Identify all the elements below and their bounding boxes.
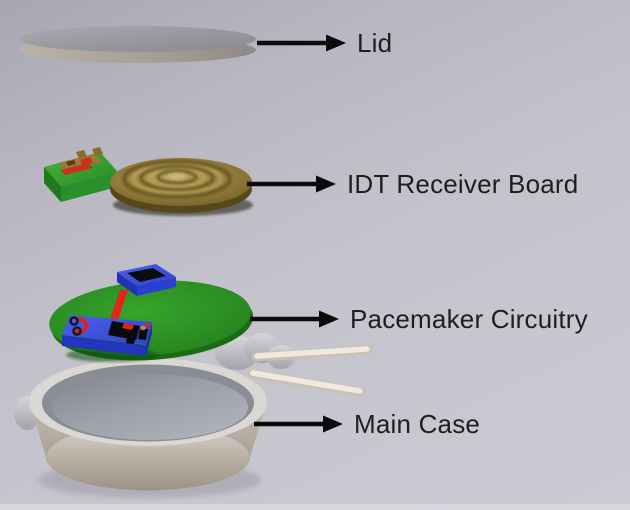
label-lid: Lid	[357, 28, 393, 58]
label-main-case: Main Case	[354, 409, 481, 439]
chip-ring	[72, 326, 82, 336]
main-case	[14, 333, 373, 491]
bottom-strip	[0, 504, 630, 510]
chip-red-dot	[145, 323, 151, 327]
chip-die	[127, 268, 166, 282]
pcb-red-part	[80, 157, 93, 166]
chip-red-squiggle	[72, 317, 89, 334]
lid-disc	[20, 26, 256, 63]
chip-gold-dot	[140, 325, 146, 331]
callout-pacemaker-circuitry: Pacemaker Circuitry	[248, 303, 588, 335]
pacemaker-circuitry	[49, 264, 254, 362]
pacing-leads	[247, 345, 373, 397]
arrow-circuitry-icon	[250, 310, 339, 328]
callout-lid: Lid	[255, 27, 392, 59]
chip-ring	[69, 316, 79, 326]
arrow-lid-icon	[257, 34, 346, 52]
pcb-red-trace	[60, 163, 93, 175]
callout-main-case: Main Case	[252, 408, 480, 440]
chip-module-small	[117, 264, 176, 296]
idt-receiver-board	[44, 147, 253, 216]
pcb-component-tan	[58, 154, 102, 171]
arrow-main-case-icon	[254, 415, 343, 433]
label-pacemaker-circuitry: Pacemaker Circuitry	[350, 304, 588, 334]
pcb-dark-part	[66, 160, 76, 166]
receiver-coil	[110, 158, 252, 213]
chip-module-large	[62, 315, 152, 356]
pcb-tab	[76, 150, 87, 159]
receiver-pcb	[44, 147, 117, 202]
arrow-idt-icon	[247, 175, 336, 193]
chip-red-part	[122, 323, 134, 330]
board-red-trace	[108, 290, 128, 326]
case-floor	[52, 374, 248, 440]
chip-bar	[138, 328, 148, 340]
chip-bar	[126, 332, 136, 344]
label-idt-receiver-board: IDT Receiver Board	[347, 169, 579, 199]
callout-idt-receiver-board: IDT Receiver Board	[245, 168, 578, 200]
coil-windings	[121, 159, 233, 199]
pcb-tab	[92, 147, 103, 156]
